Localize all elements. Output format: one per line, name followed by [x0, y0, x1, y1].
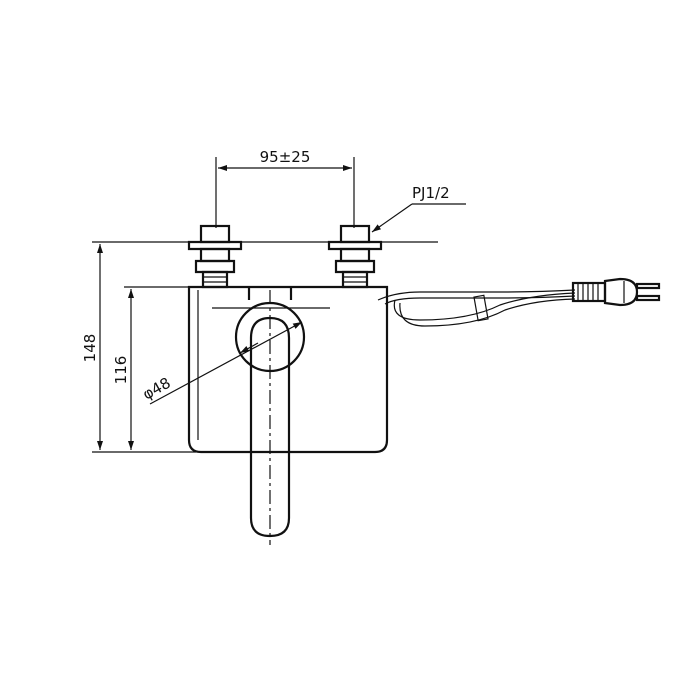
thread-label: PJ1/2	[412, 184, 450, 202]
handle-diameter-label: φ48	[140, 374, 174, 404]
dimension-body-height: 116	[112, 286, 196, 450]
dimension-total-height: 148	[81, 244, 196, 453]
center-cartridge	[212, 287, 330, 309]
dimension-spacing: 95±25	[215, 148, 355, 228]
spacing-label: 95±25	[260, 148, 311, 166]
power-cord	[377, 289, 576, 327]
power-plug	[571, 277, 661, 307]
lever-handle	[234, 290, 306, 545]
body-height-label: 116	[112, 356, 130, 385]
total-height-label: 148	[81, 334, 99, 363]
dimension-thread: PJ1/2	[371, 184, 466, 233]
right-inlet-connector	[327, 224, 383, 289]
left-inlet-connector	[187, 224, 243, 289]
